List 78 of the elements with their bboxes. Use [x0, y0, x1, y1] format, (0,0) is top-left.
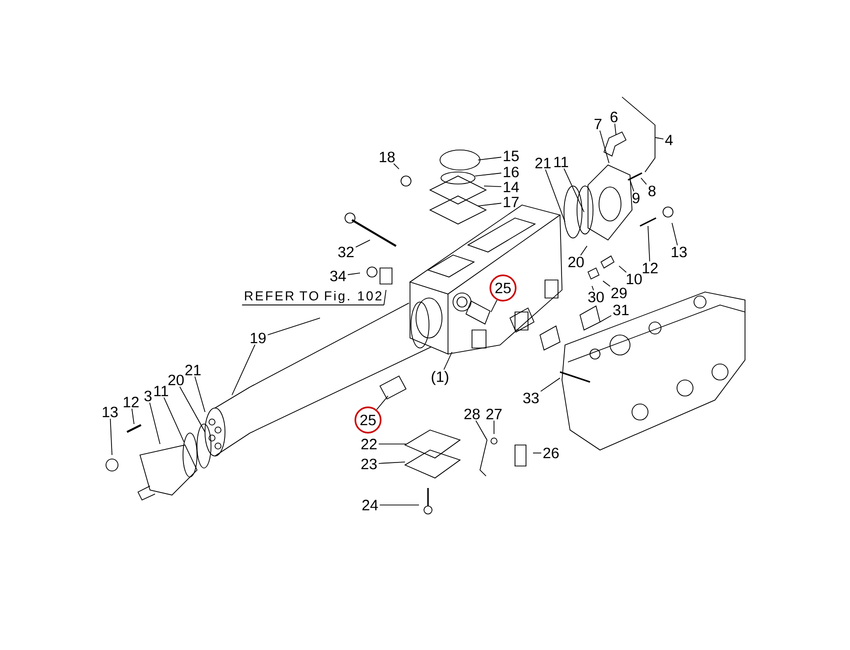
leader-line — [600, 315, 612, 322]
circled-callout-number: 25 — [354, 406, 382, 434]
leader-line — [347, 272, 360, 276]
callout-number: 31 — [613, 304, 629, 316]
leader-line — [443, 352, 452, 370]
leader-line — [630, 180, 634, 192]
callout-number: 26 — [543, 448, 559, 458]
leader-line — [655, 137, 664, 140]
leader-line — [478, 156, 502, 160]
callout-number: 9 — [632, 192, 640, 204]
leader-line — [475, 420, 488, 440]
leader-line — [580, 246, 588, 256]
callout-number: 8 — [648, 186, 656, 196]
leader-line — [149, 402, 160, 444]
callout-number: 29 — [611, 288, 627, 298]
leader-line — [490, 300, 498, 312]
leader-line — [540, 378, 560, 392]
leader-line — [672, 222, 678, 246]
leader-line — [379, 504, 420, 506]
leader-line — [232, 344, 256, 396]
leader-line — [194, 376, 206, 412]
callout-number: 20 — [568, 256, 584, 268]
callout-number: 23 — [361, 458, 377, 470]
callout-number: 33 — [523, 392, 539, 404]
leader-line — [478, 202, 502, 206]
callout-number: 14 — [504, 182, 519, 192]
callout-number: 15 — [504, 150, 519, 162]
callout-number: 17 — [504, 196, 519, 208]
leader-line — [640, 178, 647, 185]
callout-number: 3 — [144, 390, 152, 402]
callout-number: 13 — [102, 406, 118, 418]
leader-line — [164, 397, 184, 442]
callout-number: 22 — [361, 438, 377, 450]
leader-line — [484, 186, 502, 188]
callout-number: 19 — [250, 332, 266, 344]
circled-callout-number: 25 — [490, 274, 516, 302]
callout-number: 7 — [594, 118, 602, 130]
callout-number: 18 — [380, 152, 395, 162]
callout-number: (1) — [432, 371, 448, 385]
group-bracket — [622, 96, 656, 172]
leader-line — [599, 130, 610, 164]
callout-number: 12 — [124, 396, 139, 408]
callout-number: 32 — [338, 246, 354, 258]
leader-line — [110, 418, 112, 456]
leader-line — [393, 163, 400, 170]
callout-number: 12 — [642, 262, 658, 274]
callout-number: 34 — [330, 270, 346, 282]
leader-line — [267, 318, 320, 336]
leader-line — [532, 452, 542, 454]
callout-number: 6 — [610, 112, 618, 122]
leader-line — [545, 169, 566, 222]
callout-number: 20 — [168, 374, 184, 386]
leader-line — [378, 462, 406, 464]
leader-line — [132, 408, 134, 424]
leader-line — [592, 286, 594, 291]
leader-line — [474, 172, 502, 176]
reference-note: REFER TO Fig. 102 — [242, 290, 384, 306]
leader-line — [614, 123, 616, 136]
leader-line — [564, 168, 584, 212]
leader-line — [376, 396, 388, 410]
leader-line — [618, 266, 627, 273]
callout-number: 21 — [535, 158, 551, 168]
callout-number: 27 — [486, 408, 502, 420]
leader-line — [602, 280, 610, 287]
callout-number: 10 — [626, 274, 642, 284]
callout-number: 13 — [672, 246, 687, 258]
callout-number: 4 — [665, 134, 673, 146]
leader-line — [355, 240, 370, 248]
callout-number: 30 — [588, 292, 604, 302]
leader-line — [179, 386, 206, 432]
leader-line — [384, 290, 386, 306]
callout-number: 16 — [504, 166, 519, 178]
callout-number: 28 — [464, 408, 480, 420]
callout-number: 11 — [554, 156, 568, 168]
callout-number: 21 — [185, 364, 201, 376]
callout-number: 24 — [362, 500, 378, 510]
callout-number: 11 — [154, 386, 168, 396]
leader-line — [648, 226, 650, 262]
